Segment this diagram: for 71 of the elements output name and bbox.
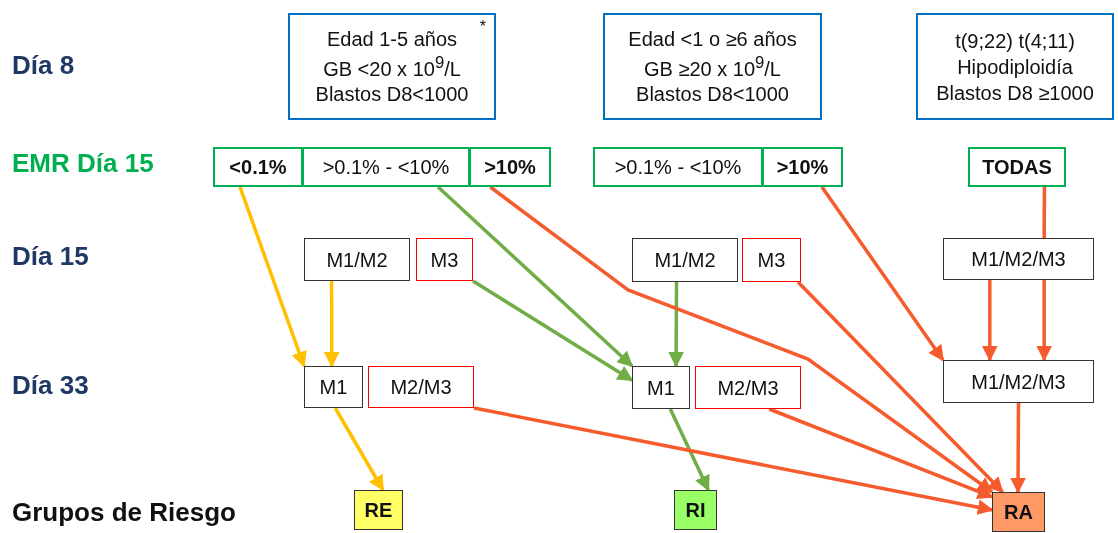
node-text: Hipodiploidía — [957, 54, 1073, 80]
criteria-box — [288, 13, 496, 120]
mrd-cell — [213, 147, 303, 187]
row-label: Grupos de Riesgo — [12, 497, 236, 528]
node-text: GB ≥20 x 10$^{9}$/L — [644, 51, 781, 82]
node-text: M2/M3 — [717, 375, 779, 401]
row-label: EMR Día 15 — [12, 148, 154, 179]
node-text: TODAS — [982, 155, 1052, 180]
arrow — [668, 408, 710, 492]
response-box — [695, 366, 801, 409]
node-text: >0.1% - <10% — [322, 155, 450, 180]
response-box — [742, 238, 801, 282]
row-label: Día 8 — [12, 50, 75, 81]
arrow — [333, 407, 385, 492]
node-text: <0.1% — [229, 155, 287, 180]
response-box — [943, 360, 1094, 403]
arrow — [1036, 280, 1053, 362]
response-box — [304, 366, 363, 408]
arrow — [981, 280, 998, 362]
arrow — [768, 407, 994, 499]
mrd-cell — [593, 147, 763, 187]
risk-group-box — [354, 490, 403, 530]
node-text: Blastos D8 ≥1000 — [936, 80, 1094, 106]
node-text: * — [479, 17, 486, 37]
node-text: M2/M3 — [390, 375, 452, 400]
criteria-box — [916, 13, 1114, 120]
mrd-cell — [302, 147, 470, 187]
response-box — [416, 238, 473, 281]
response-box — [943, 238, 1094, 280]
risk-group-box — [674, 490, 717, 530]
mrd-cell — [469, 147, 551, 187]
node-text: >10% — [776, 155, 829, 180]
arrow — [473, 406, 994, 515]
response-box — [632, 238, 738, 282]
node-text: M3 — [757, 248, 786, 273]
node-text: M1 — [647, 375, 675, 401]
node-text: M1/M2/M3 — [971, 247, 1066, 272]
node-text: GB <20 x 10$^{9}$/L — [323, 51, 461, 82]
node-text: Blastos D8<1000 — [315, 82, 469, 108]
arrow — [668, 282, 685, 368]
node-text: Edad 1-5 años — [326, 26, 458, 52]
arrow — [472, 279, 634, 382]
risk-group-box — [992, 492, 1045, 532]
node-text: M1/M2 — [326, 247, 388, 273]
arrow — [238, 186, 307, 368]
node-text: >0.1% - <10% — [614, 155, 742, 180]
row-label: Día 33 — [12, 370, 89, 401]
node-text: RE — [364, 498, 393, 523]
arrow — [796, 280, 1004, 494]
criteria-box — [603, 13, 822, 120]
arrow — [820, 186, 945, 362]
node-text: Edad <1 o ≥6 años — [628, 26, 797, 52]
node-text: M1/M2 — [654, 248, 716, 273]
node-text: Blastos D8<1000 — [636, 82, 789, 108]
node-text: RI — [685, 498, 706, 523]
arrow — [436, 185, 634, 368]
response-box — [368, 366, 474, 408]
node-text: M1 — [319, 375, 348, 400]
mrd-cell — [762, 147, 843, 187]
node-text: >10% — [484, 155, 536, 180]
arrow — [489, 185, 994, 494]
node-text: M1/M2/M3 — [971, 369, 1066, 395]
row-label: Día 15 — [12, 241, 89, 272]
mrd-cell — [968, 147, 1066, 187]
node-text: t(9;22) t(4;11) — [955, 28, 1075, 54]
node-text: M3 — [430, 247, 459, 273]
arrow — [1010, 403, 1026, 494]
arrow — [323, 281, 340, 368]
node-text: RA — [1004, 500, 1033, 525]
response-box — [304, 238, 410, 281]
response-box — [632, 366, 690, 409]
